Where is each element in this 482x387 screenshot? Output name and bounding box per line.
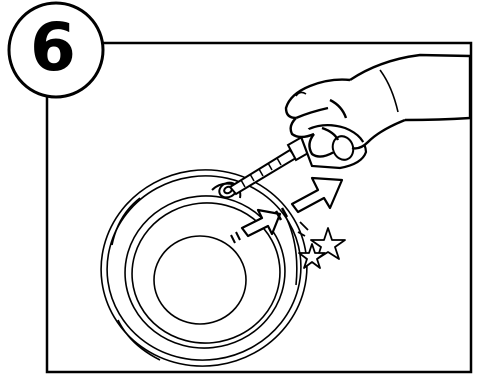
arrow-icon [231,210,280,243]
step-number: 6 [0,0,114,94]
fan-blade-icon [88,157,319,380]
arrow-icon [276,178,342,220]
hand-icon [286,55,470,157]
